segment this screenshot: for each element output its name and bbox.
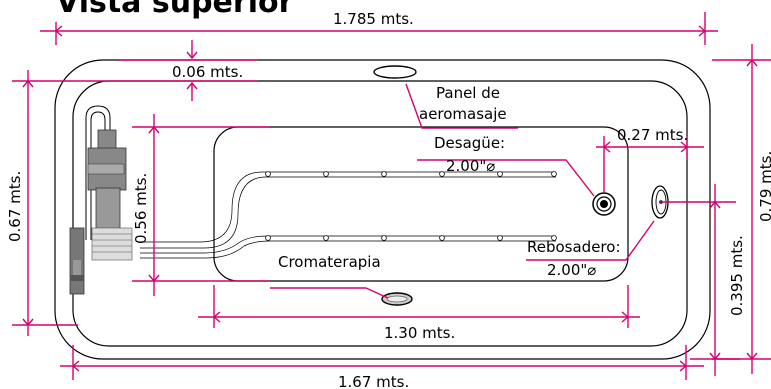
label-overflow-size: 2.00"⌀ <box>547 261 596 279</box>
label-drain-name: Desagüe: <box>434 134 505 152</box>
drain-icon <box>592 192 616 216</box>
diagram-title: Vista superior <box>56 0 294 20</box>
air-panel-icon <box>373 65 417 79</box>
label-basin-length: 1.30 mts. <box>384 324 455 342</box>
label-rim-width: 0.06 mts. <box>172 63 243 81</box>
label-overall-width: 0.79 mts. <box>757 151 771 222</box>
label-panel-line2: aeromasaje <box>419 105 507 123</box>
label-inner-length: 1.67 mts. <box>338 373 409 389</box>
label-drain-offset: 0.27 mts. <box>617 126 688 144</box>
jet-dots <box>265 171 557 241</box>
label-drain-size: 2.00"⌀ <box>446 157 495 175</box>
leader-panel <box>405 83 518 129</box>
chromotherapy-light-inner <box>386 295 408 303</box>
label-basin-width: 0.56 mts. <box>132 173 150 244</box>
tub-basin <box>213 126 629 282</box>
label-overall-length: 1.785 mts. <box>333 10 414 28</box>
label-chromotherapy: Cromaterapia <box>278 253 381 271</box>
tub-inner-edge <box>72 80 688 347</box>
leader-overflow <box>526 220 655 261</box>
label-overflow-offset: 0.395 mts. <box>728 235 746 316</box>
air-jet-pipes <box>140 171 557 259</box>
label-panel-line1: Panel de <box>436 84 500 102</box>
tub-outer-rim <box>54 59 711 360</box>
leader-drain <box>417 159 595 197</box>
pump-blower-icon <box>69 105 133 295</box>
label-inner-width: 0.67 mts. <box>6 171 24 242</box>
label-overflow-name: Rebosadero: <box>527 238 621 256</box>
